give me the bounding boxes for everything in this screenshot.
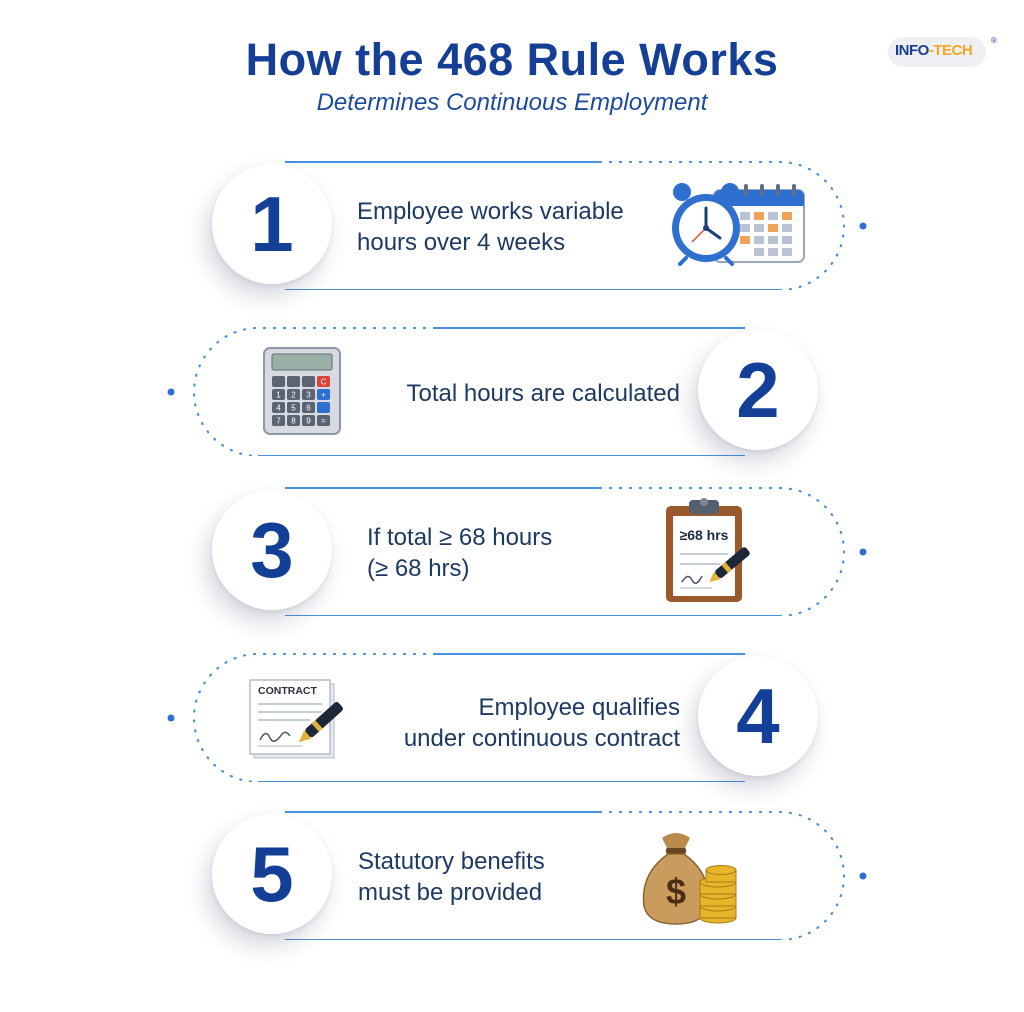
- calculator-key-label: 6: [306, 404, 311, 413]
- svg-text:CONTRACT: CONTRACT: [258, 685, 317, 697]
- step-3-track: [285, 486, 867, 616]
- page-title: How the 468 Rule Works: [245, 34, 779, 85]
- money-bag-icon: $: [642, 833, 737, 925]
- step-1-text: Employee works variable hours over 4 wee…: [357, 196, 624, 258]
- step-4-number-circle: 4: [698, 656, 818, 776]
- step-5-track: [285, 810, 867, 940]
- step-1-text-line-1: Employee works variable: [357, 198, 624, 225]
- calculator-key-label: +: [321, 391, 326, 400]
- calculator-key-label: 8: [291, 417, 296, 426]
- calculator-key: [287, 389, 300, 400]
- step-2-text-line-1: Total hours are calculated: [406, 380, 681, 407]
- step-1: 1 Employee works variable hours over 4 w…: [0, 160, 1024, 290]
- logo-registered-mark: ®: [991, 36, 997, 45]
- step-4-track: [167, 652, 745, 782]
- step-2-number-circle: 2: [698, 330, 818, 450]
- step-3-number: 3: [250, 506, 294, 594]
- step-5-text: Statutory benefits must be provided: [358, 846, 545, 908]
- step-5-number-circle: 5: [212, 814, 332, 934]
- step-1-number: 1: [250, 180, 294, 268]
- step-5: 5 Statutory benefits must be provided $: [0, 810, 1024, 940]
- calculator-key: [287, 402, 300, 413]
- calculator-key: [302, 402, 315, 413]
- calculator-key: [287, 376, 300, 387]
- step-5-text-line-2: must be provided: [358, 879, 543, 906]
- calculator-key-label: 2: [291, 391, 296, 400]
- calculator-key: [317, 376, 330, 387]
- calculator-key-label: 5: [291, 404, 296, 413]
- step-5-text-line-1: Statutory benefits: [358, 848, 545, 875]
- calculator-key: [272, 415, 285, 426]
- step-4-text-line-1: Employee qualifies: [478, 694, 680, 721]
- info-tech-logo: INFO-TECH ®: [888, 34, 1000, 68]
- calculator-key: [272, 376, 285, 387]
- calculator-key: [317, 402, 330, 413]
- clock-calendar-icon: [672, 183, 805, 266]
- calculator-key-label: 3: [306, 391, 311, 400]
- calculator-key: [302, 415, 315, 426]
- step-2: 2 Total hours are calculated C 1 2 3 +4 5 6 7 8 9…: [0, 326, 1024, 456]
- step-5-number: 5: [250, 830, 294, 918]
- calculator-key: [272, 402, 285, 413]
- step-4-text-line-2: under continuous contract: [403, 725, 680, 752]
- logo-text: INFO-TECH: [895, 42, 973, 59]
- step-1-number-circle: 1: [212, 164, 332, 284]
- step-3-text: If total ≥ 68 hours (≥ 68 hrs): [367, 522, 552, 584]
- step-2-track: [167, 326, 745, 456]
- step-3-text-line-1: If total ≥ 68 hours: [367, 524, 553, 551]
- calculator-key: [317, 389, 330, 400]
- calculator-key: [317, 415, 330, 426]
- calculator-key: [302, 376, 315, 387]
- calculator-key-label: =: [321, 417, 326, 426]
- step-3-text-line-2: (≥ 68 hrs): [367, 555, 470, 582]
- svg-text:≥68 hrs: ≥68 hrs: [680, 527, 729, 543]
- calculator-key-label: 4: [276, 404, 281, 413]
- svg-text:$: $: [666, 871, 686, 912]
- step-3-number-circle: 3: [212, 490, 332, 610]
- step-2-text: Total hours are calculated: [360, 378, 681, 409]
- logo-cloud-shape: [888, 37, 986, 67]
- calculator-key-label: C: [321, 378, 327, 387]
- step-3: 3 If total ≥ 68 hours (≥ 68 hrs) ≥68 hrs: [0, 486, 1024, 616]
- calculator-key-label: 9: [306, 417, 311, 426]
- page-subtitle: Determines Continuous Employment: [316, 89, 708, 116]
- calculator-key-label: 7: [276, 417, 281, 426]
- step-4-number: 4: [736, 672, 780, 760]
- step-4: 4 Employee qualifies under continuous co…: [0, 652, 1024, 782]
- calculator-key: [287, 415, 300, 426]
- step-2-number: 2: [736, 346, 780, 434]
- calculator-key: [272, 389, 285, 400]
- calculator-key-label: 1: [276, 391, 281, 400]
- clipboard-icon: ≥68 hrs: [666, 498, 750, 602]
- step-1-track: [285, 160, 867, 290]
- contract-icon: CONTRACT: [249, 679, 343, 759]
- step-4-text: Employee qualifies under continuous cont…: [340, 692, 680, 754]
- step-1-text-line-2: hours over 4 weeks: [357, 229, 566, 256]
- calculator-icon: C 1 2 3 +4 5 6 7 8 9 =: [263, 347, 341, 435]
- calculator-key: [302, 389, 315, 400]
